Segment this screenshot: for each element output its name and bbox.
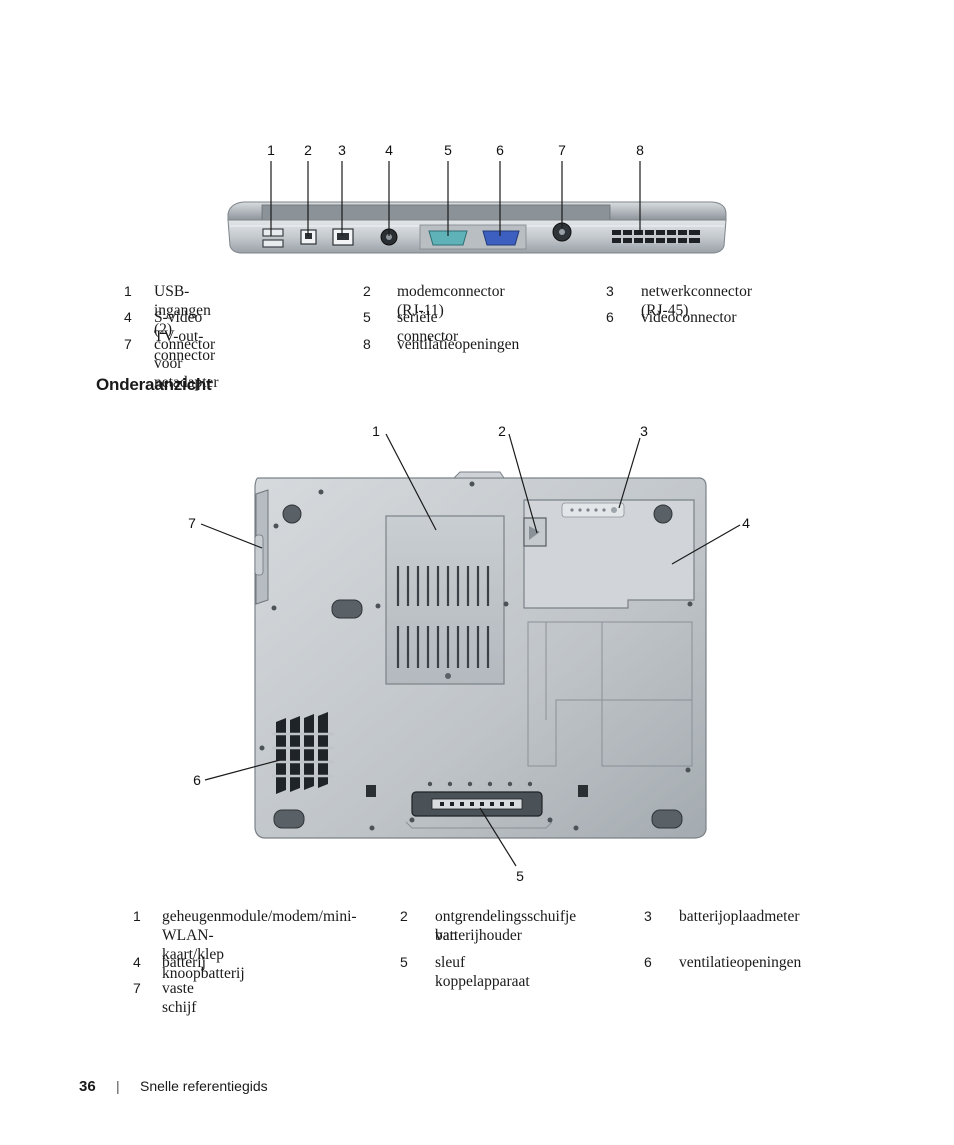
back-callout-6: 6 [496, 142, 504, 158]
legend-number: 8 [363, 336, 371, 352]
section-heading-bottom-view: Onderaanzicht [96, 375, 212, 394]
legend-number: 2 [400, 908, 408, 924]
back-callout-4: 4 [385, 142, 393, 158]
legend-text: sleuf koppelapparaat [435, 954, 530, 990]
legend-number: 7 [133, 980, 141, 996]
bottom-callout-2: 2 [498, 423, 506, 439]
bottom-view-figure: 1 2 3 4 5 6 7 [188, 423, 750, 884]
legend-number: 5 [363, 309, 371, 325]
legend-number: 4 [133, 954, 141, 970]
legend-number: 3 [606, 283, 614, 299]
legend-number: 2 [363, 283, 371, 299]
bottom-callout-7: 7 [188, 515, 196, 531]
legend-text: batterijhouder [435, 927, 522, 944]
back-view-laptop-drawing [227, 161, 727, 254]
legend-number: 5 [400, 954, 408, 970]
bottom-view-laptop-drawing [200, 433, 741, 867]
legend-text: batterijoplaadmeter [679, 908, 800, 925]
legend-text: vaste schijf [162, 980, 197, 1016]
legend-text: ontgrendelingsschuifje van [435, 908, 577, 944]
back-callout-5: 5 [444, 142, 452, 158]
bottom-callout-6: 6 [193, 772, 201, 788]
back-callout-2: 2 [304, 142, 312, 158]
legend-text: geheugenmodule/modem/mini- [162, 908, 357, 925]
legend-text: ventilatieopeningen [397, 336, 520, 353]
legend-text: ventilatieopeningen [679, 954, 802, 971]
legend-number: 3 [644, 908, 652, 924]
legend-number: 6 [606, 309, 614, 325]
back-callout-7: 7 [558, 142, 566, 158]
back-callout-3: 3 [338, 142, 346, 158]
legend-text: videoconnector [641, 309, 737, 326]
legend-text: WLAN-kaart/klep knoopbatterij [162, 927, 245, 982]
legend-text: seriële connector [397, 309, 459, 345]
legend-text: connector voor netadapter [154, 336, 219, 391]
back-callout-1: 1 [267, 142, 275, 158]
legend-text: netwerkconnector (RJ-45) [641, 283, 753, 319]
back-view-figure: 1 2 3 4 5 6 7 8 [0, 0, 954, 270]
legend-number: 6 [644, 954, 652, 970]
legend-number: 1 [133, 908, 141, 924]
legend-text: batterij [162, 954, 206, 971]
back-callout-8: 8 [636, 142, 644, 158]
legend-text: modemconnector (RJ-11) [397, 283, 505, 319]
footer-separator: | [116, 1078, 120, 1094]
bottom-callout-3: 3 [640, 423, 648, 439]
legend-number: 4 [124, 309, 132, 325]
legend-number: 7 [124, 336, 132, 352]
bottom-callout-4: 4 [742, 515, 750, 531]
guide-title: Snelle referentiegids [140, 1078, 268, 1094]
legend-text: S-video TV-out-connector [154, 309, 216, 364]
legend-number: 1 [124, 283, 132, 299]
bottom-callout-5: 5 [516, 868, 524, 884]
bottom-callout-1: 1 [372, 423, 380, 439]
legend-text: USB-ingangen (2) [154, 283, 211, 338]
page-number: 36 [79, 1078, 96, 1095]
